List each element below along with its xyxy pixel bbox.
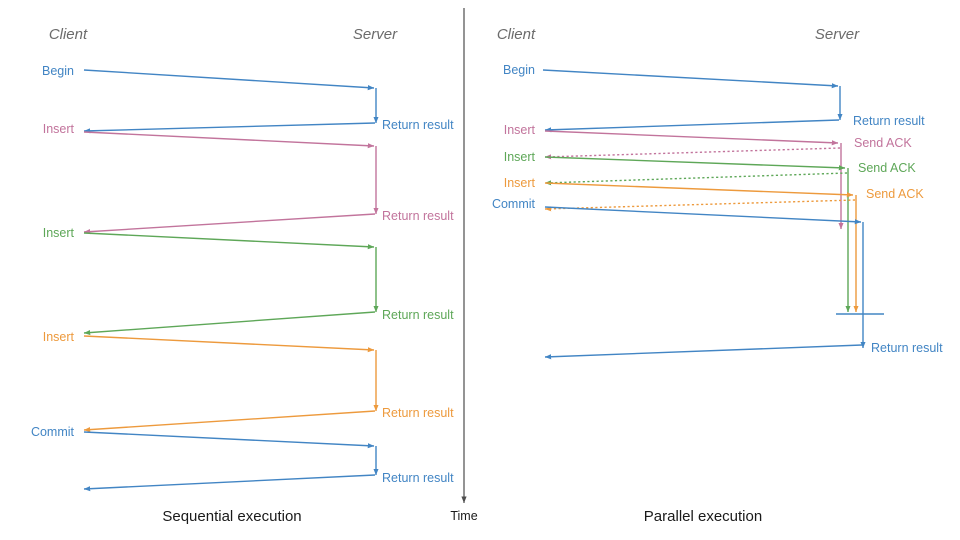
request-arrow-seq-insert-2 [83, 232, 375, 250]
reply-arrow-seq-insert-3 [83, 410, 376, 433]
reply-label-seq-commit: Return result [382, 471, 454, 485]
time-axis-label: Time [450, 509, 477, 523]
request-arrow-par-insert-2 [544, 156, 846, 171]
request-arrow-par-commit [544, 206, 862, 225]
request-arrow-par-begin [542, 69, 839, 89]
reply-label-par-insert-1: Send ACK [854, 136, 912, 150]
reply-label-par-insert-3: Send ACK [866, 187, 924, 201]
actor-header-server: Server [815, 26, 860, 43]
reply-arrow-seq-begin [83, 122, 376, 134]
message-label-par-insert-2: Insert [504, 150, 536, 164]
actor-header-server: Server [353, 26, 398, 43]
message-label-seq-insert-2: Insert [43, 226, 75, 240]
request-arrow-seq-insert-3 [83, 335, 375, 353]
reply-arrow-seq-insert-1 [83, 213, 376, 235]
reply-arrow-par-insert-2 [544, 172, 848, 186]
message-label-par-insert-1: Insert [504, 123, 536, 137]
request-arrow-par-insert-1 [544, 130, 839, 146]
request-arrow-seq-insert-1 [83, 131, 375, 149]
reply-label-seq-insert-2: Return result [382, 308, 454, 322]
actor-header-client: Client [497, 26, 536, 43]
panel-caption-sequential: Sequential execution [162, 508, 301, 525]
message-label-seq-commit: Commit [31, 425, 75, 439]
message-label-par-insert-3: Insert [504, 176, 536, 190]
message-label-par-begin: Begin [503, 63, 535, 77]
reply-label-seq-insert-3: Return result [382, 406, 454, 420]
reply-arrow-seq-commit [83, 474, 376, 492]
request-arrow-par-insert-3 [544, 182, 854, 198]
reply-label-par-commit: Return result [871, 341, 943, 355]
reply-arrow-par-commit [544, 344, 863, 360]
panel-caption-parallel: Parallel execution [644, 508, 762, 525]
request-arrow-seq-begin [83, 69, 375, 91]
reply-label-par-insert-2: Send ACK [858, 161, 916, 175]
reply-arrow-par-insert-1 [544, 147, 841, 160]
message-label-seq-begin: Begin [42, 64, 74, 78]
reply-label-par-begin: Return result [853, 114, 925, 128]
reply-arrow-par-begin [544, 119, 840, 133]
reply-label-seq-insert-1: Return result [382, 209, 454, 223]
time-axis-layer: Time [450, 8, 478, 523]
message-label-seq-insert-3: Insert [43, 330, 75, 344]
message-label-seq-insert-1: Insert [43, 122, 75, 136]
request-arrow-seq-commit [83, 431, 375, 449]
reply-label-seq-begin: Return result [382, 118, 454, 132]
message-label-par-commit: Commit [492, 197, 536, 211]
reply-arrow-par-insert-3 [544, 199, 856, 212]
actor-header-client: Client [49, 26, 88, 43]
reply-arrow-seq-insert-2 [83, 311, 376, 336]
